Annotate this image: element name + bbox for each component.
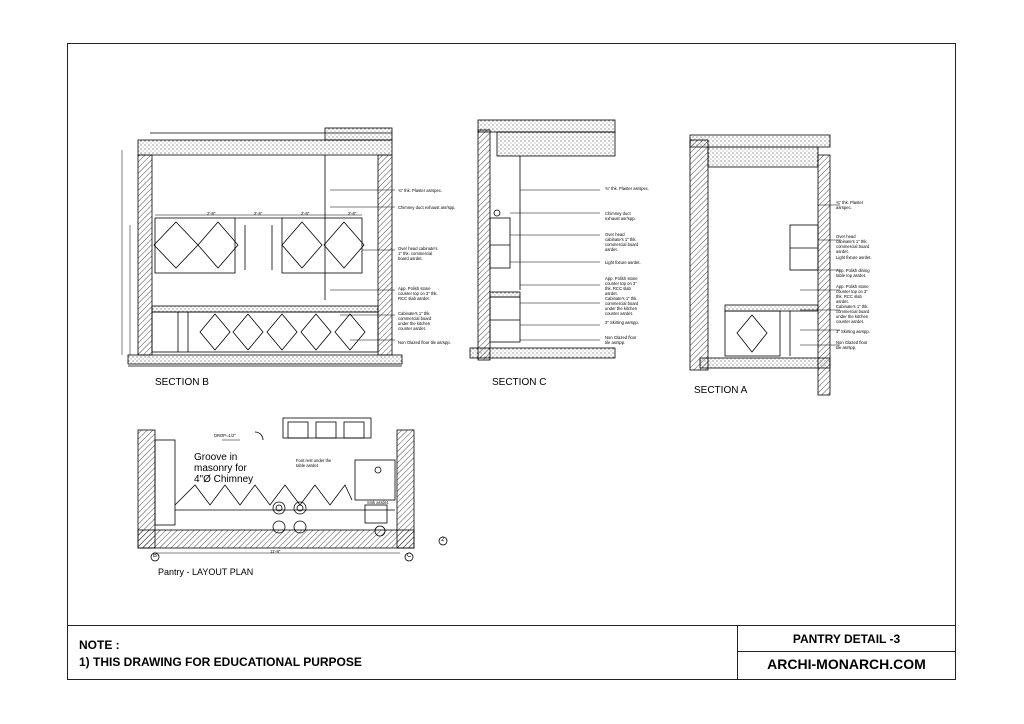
- dim-cab-3: 2'-8": [301, 211, 310, 216]
- annotation-dining-a: App. Polish dining table top asrdet.: [836, 268, 870, 278]
- note-box: [67, 625, 956, 680]
- annotation-plaster-c: ¾" thk. Plaster asrspec.: [605, 186, 650, 191]
- dim-cab-4: 2'-8": [348, 211, 357, 216]
- annotation-light-a: Light fixture asrdet.: [836, 255, 872, 260]
- annotation-light-c: Light fixture asrdet.: [605, 260, 641, 265]
- annotation-cabinate-c: Cabinate's 1" thk. commercial board unde…: [605, 296, 639, 316]
- dim-cab-2: 2'-8": [254, 211, 263, 216]
- layout-plan-title: Pantry - LAYOUT PLAN: [158, 567, 254, 577]
- annotation-stone-b: App. Polish stone counter top on 3" thk.…: [398, 286, 438, 301]
- note-heading: NOTE :: [79, 638, 120, 652]
- annotation-floor-b: Non Glazed floor tile asrspp.: [398, 340, 451, 345]
- annotation-floor-c: Non Glazed floor tile asrspp.: [605, 335, 637, 345]
- annotation-plaster-b: ¾" thk. Plaster asrspec.: [398, 188, 443, 193]
- section-b-title: SECTION B: [155, 377, 209, 388]
- annotation-foot-rest: Foot rest under the table asrdet.: [296, 458, 332, 468]
- drawing-sheet-border: [67, 43, 956, 680]
- annotation-floor-a: Non Glazed floor tile asrspp.: [836, 340, 868, 350]
- drawing-title: PANTRY DETAIL -3: [792, 632, 901, 646]
- grid-marker-2: 2: [441, 537, 445, 543]
- section-b-drawing: [121, 127, 403, 367]
- annotation-skirting-c: 3" Skirting asrspp.: [605, 320, 639, 325]
- dim-overall: 11'-9": [270, 549, 281, 554]
- grid-marker-c: C: [407, 553, 412, 559]
- annotation-chimney-b: Chimney duct exhaust asr/spp.: [398, 205, 456, 210]
- note-line-1: 1) THIS DRAWING FOR EDUCATIONAL PURPOSE: [79, 655, 362, 669]
- section-c-drawing: [469, 119, 616, 361]
- section-a-title: SECTION A: [694, 385, 748, 396]
- section-a-drawing: [689, 134, 840, 396]
- dim-cab-1: 2'-8": [207, 211, 216, 216]
- annotation-overhead-b: Over head cabinate's 1" thk. commercial …: [398, 246, 438, 261]
- section-c-title: SECTION C: [492, 377, 547, 388]
- title-block-divider: [737, 625, 739, 680]
- annotation-drop: DROP=1/2": [214, 433, 236, 438]
- annotation-cabinate-a: Cabinate's 1" thk. commercial board unde…: [836, 304, 870, 324]
- title-block-row-divider: [737, 651, 956, 653]
- annotation-groove: Groove in masonry for 4"Ø Chimney: [194, 452, 254, 485]
- site-name: ARCHI-MONARCH.COM: [767, 656, 926, 672]
- layout-plan-drawing: [137, 417, 448, 562]
- annotation-chimney-c: Chimney duct exhaust asr/spp.: [605, 211, 636, 221]
- annotation-plaster-a: ¾" thk. Plaster asrspec.: [836, 200, 864, 210]
- annotation-stone-a: App. Polish stone counter top on 3" thk.…: [836, 284, 869, 304]
- annotation-cabinate-b: Cabinate's 1" thk. commercial board unde…: [398, 311, 432, 331]
- annotation-stone-c: App. Polish stone counter top on 3" thk.…: [605, 276, 638, 296]
- annotation-sink: Sink asrdet.: [367, 500, 390, 505]
- grid-marker-b: B: [153, 553, 158, 559]
- annotation-skirting-a: 3" Skirting asrspp.: [836, 329, 870, 334]
- annotation-overhead-a: Over head cabinate's 1" thk. commercial …: [836, 234, 870, 254]
- annotation-overhead-c: Over head cabinate's 1" thk. commercial …: [605, 232, 639, 252]
